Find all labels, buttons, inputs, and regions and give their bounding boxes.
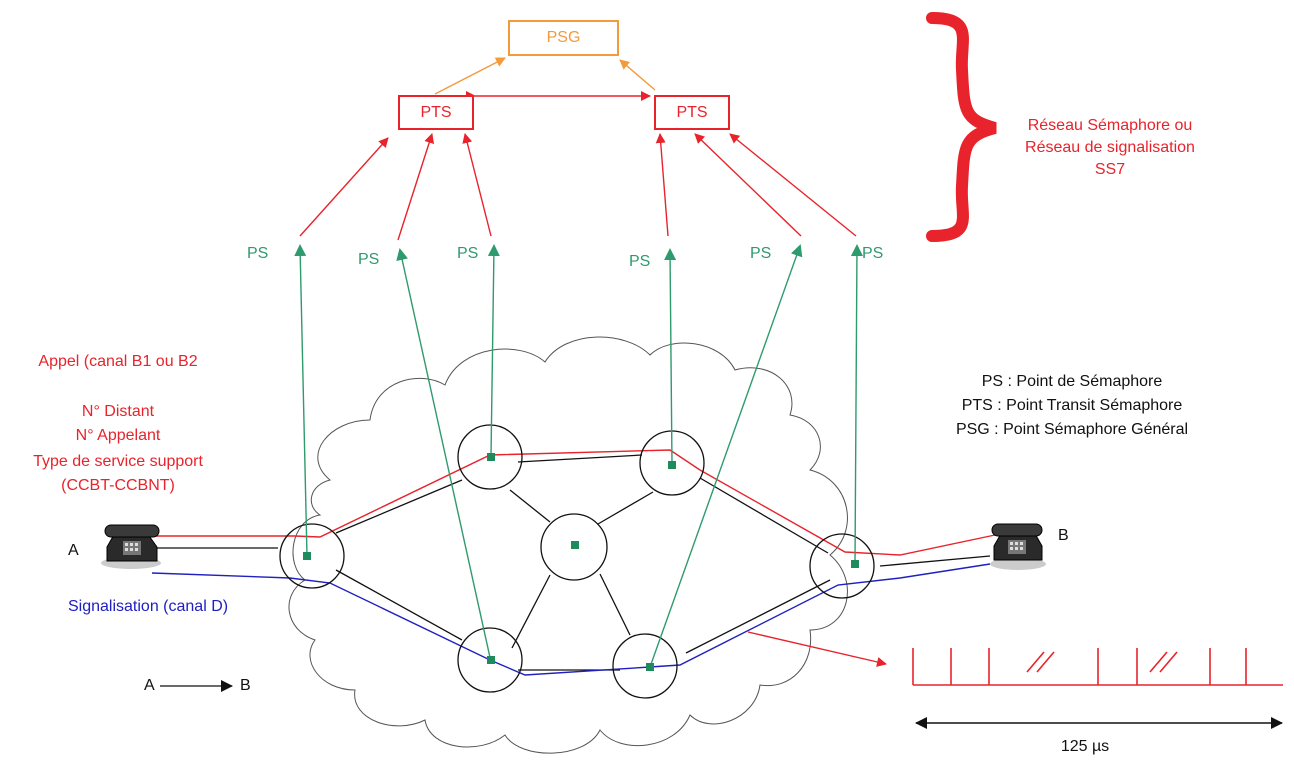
legend-line-3: PSG : Point Sémaphore Général	[955, 421, 1189, 438]
call-info-line-3: N° Appelant	[75, 427, 161, 444]
pts-right-box: PTS	[654, 95, 730, 130]
ps-links	[294, 244, 863, 668]
network-brace	[926, 12, 1019, 242]
psg-box: PSG	[508, 20, 619, 56]
network-cloud	[288, 336, 848, 754]
pts-left-box: PTS	[398, 95, 474, 130]
ss7-title-line-3: SS7	[1094, 161, 1126, 178]
pts-right-label: PTS	[676, 103, 708, 121]
phone-a-icon	[101, 524, 161, 569]
node-bottom-right	[612, 633, 678, 699]
phone-b-icon	[990, 523, 1046, 570]
call-info-line-5: (CCBT-CCBNT)	[61, 477, 175, 494]
ps-label-6: PS	[862, 245, 884, 262]
direction-from-label: A	[144, 677, 155, 694]
node-a-side	[279, 523, 345, 589]
ps-label-2: PS	[358, 251, 380, 268]
duration-label: 125 µs	[1060, 738, 1110, 755]
signaling-label: Signalisation (canal D)	[68, 598, 229, 615]
call-info-line-1: Appel (canal B1 ou B2	[38, 353, 198, 370]
node-center	[540, 513, 608, 581]
pts-to-psg-arrows	[434, 57, 656, 95]
call-path	[152, 449, 996, 556]
node-top-left	[457, 424, 523, 490]
direction-to-label: B	[240, 677, 251, 694]
node-b-side	[809, 533, 875, 599]
timeline-pointer-arrow	[747, 631, 887, 667]
pts-left-label: PTS	[420, 103, 452, 121]
call-info-line-2: N° Distant	[81, 403, 155, 420]
ps-label-1: PS	[247, 245, 269, 262]
endpoint-a-label: A	[68, 542, 79, 559]
frame-timeline	[912, 648, 1283, 686]
ps-label-5: PS	[750, 245, 772, 262]
ss7-title-line-2: Réseau de signalisation	[1025, 139, 1195, 156]
psg-label: PSG	[546, 29, 581, 46]
endpoint-b-label: B	[1058, 527, 1069, 544]
ps-label-3: PS	[457, 245, 479, 262]
signaling-path	[151, 563, 991, 676]
call-info-line-4: Type de service support	[33, 453, 203, 470]
node-squares	[303, 453, 859, 671]
legend-line-1: PS : Point de Sémaphore	[981, 373, 1163, 390]
legend-line-2: PTS : Point Transit Sémaphore	[961, 397, 1183, 414]
ps-to-pts-arrows	[299, 91, 857, 241]
ss7-title-line-1: Réseau Sémaphore ou	[1027, 117, 1193, 134]
node-bottom-left	[457, 627, 523, 693]
ps-label-4: PS	[629, 253, 651, 270]
